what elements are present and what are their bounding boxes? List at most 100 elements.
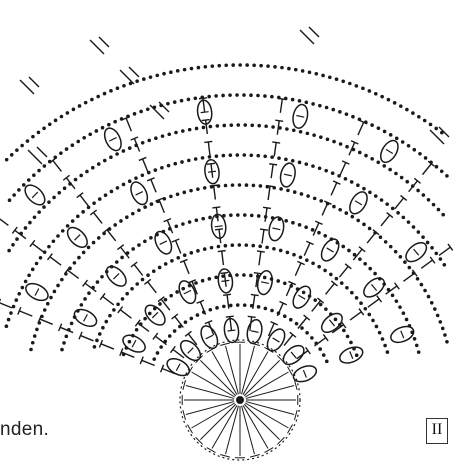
chain-dot xyxy=(256,154,260,158)
chain-dot xyxy=(242,153,246,157)
chain-dot xyxy=(249,93,253,97)
chain-dot xyxy=(107,123,111,127)
double-crochet-bar xyxy=(377,296,382,302)
chain-dot xyxy=(257,124,261,128)
double-crochet-stem xyxy=(103,296,114,304)
chain-dot xyxy=(19,232,23,236)
chain-dot xyxy=(304,162,308,166)
chain-dot xyxy=(300,326,304,330)
chain-dot xyxy=(113,120,117,124)
chain-dot xyxy=(128,340,132,344)
chain-dot xyxy=(440,169,444,173)
chain-dot xyxy=(236,303,240,307)
chain-dot xyxy=(412,225,416,229)
chain-dot xyxy=(210,185,214,189)
caption-text: nden. xyxy=(0,419,49,441)
chain-dot xyxy=(418,152,422,156)
bobble-leaf-vein xyxy=(176,364,180,371)
center-spoke-tick xyxy=(265,448,274,453)
chain-dot xyxy=(305,100,309,104)
chain-dot xyxy=(439,257,443,261)
chain-dot xyxy=(292,129,296,133)
chain-dot xyxy=(108,227,112,231)
chain-dot xyxy=(408,266,412,270)
chain-dot xyxy=(325,106,329,110)
chain-dot xyxy=(31,135,35,139)
chain-dot xyxy=(375,325,379,329)
chain-dot xyxy=(9,311,13,315)
chain-dot xyxy=(376,160,380,164)
chain-dot xyxy=(298,99,302,103)
chain-dot xyxy=(126,115,130,119)
chain-dot xyxy=(349,341,353,345)
chain-dot xyxy=(122,183,126,187)
chain-dot xyxy=(52,196,56,200)
double-crochet-bar xyxy=(251,294,259,295)
chain-dot xyxy=(355,353,359,357)
chain-dot xyxy=(252,63,256,67)
center-spoke-tick xyxy=(288,425,293,434)
chain-dot xyxy=(189,189,193,193)
chain-dot xyxy=(5,324,9,328)
chain-dot xyxy=(416,277,420,281)
chain-dot xyxy=(146,107,150,111)
chain-dot xyxy=(17,188,21,192)
chain-dot xyxy=(156,351,160,355)
chain-dot xyxy=(430,246,434,250)
chain-dot xyxy=(299,130,303,134)
chain-dot xyxy=(92,241,96,245)
double-crochet-bar xyxy=(395,283,400,289)
double-crochet-bar xyxy=(207,163,215,164)
chain-dot xyxy=(135,282,139,286)
chain-dot xyxy=(445,340,449,344)
chain-dot xyxy=(57,191,61,195)
double-crochet-bar xyxy=(260,229,268,230)
center-spoke-tick xyxy=(220,343,230,346)
chain-dot xyxy=(368,267,372,271)
chain-dot xyxy=(319,135,323,139)
chain-dot xyxy=(329,273,333,277)
chain-dot xyxy=(161,134,165,138)
chain-dot xyxy=(194,96,198,100)
chain-dot xyxy=(256,94,260,98)
bobble-leaf-vein xyxy=(303,370,306,377)
chain-dot xyxy=(112,308,116,312)
chain-dot xyxy=(411,184,415,188)
bobble-leaf-vein xyxy=(298,295,305,299)
chain-dot xyxy=(49,296,53,300)
chain-dot xyxy=(11,243,15,247)
double-crochet-stem xyxy=(93,212,102,223)
double-crochet-stem xyxy=(265,208,267,222)
chain-dot xyxy=(173,329,177,333)
chain-dot xyxy=(382,164,386,168)
chain-dot xyxy=(258,245,262,249)
chain-dot xyxy=(222,305,226,309)
chain-dot xyxy=(176,192,180,196)
bobble-leaf-vein xyxy=(291,352,296,358)
chain-dot xyxy=(311,102,315,106)
double-crochet-stem xyxy=(253,295,255,309)
chain-dot xyxy=(61,229,65,233)
chain-dot xyxy=(323,234,327,238)
chain-dot xyxy=(53,156,57,160)
bobble-leaf-vein xyxy=(188,348,194,354)
double-crochet-stem xyxy=(295,263,301,276)
double-crochet-stem xyxy=(224,273,226,287)
double-crochet-stem xyxy=(143,159,148,172)
chain-dot xyxy=(121,297,125,301)
chain-dot xyxy=(224,63,228,67)
chain-dot xyxy=(318,104,322,108)
chain-dot xyxy=(272,186,276,190)
chain-dot xyxy=(325,360,329,364)
chain-dot xyxy=(162,72,166,76)
chain-dot xyxy=(103,159,107,163)
chain-dot xyxy=(344,177,348,181)
chain-dot xyxy=(346,335,350,339)
double-crochet-stem xyxy=(142,360,155,365)
double-crochet-stem xyxy=(214,186,216,200)
chain-dot xyxy=(416,189,420,193)
double-crochet-bar xyxy=(254,273,262,274)
double-crochet-stem xyxy=(339,266,348,277)
double-crochet-bar xyxy=(83,280,88,286)
chain-dot xyxy=(173,100,177,104)
